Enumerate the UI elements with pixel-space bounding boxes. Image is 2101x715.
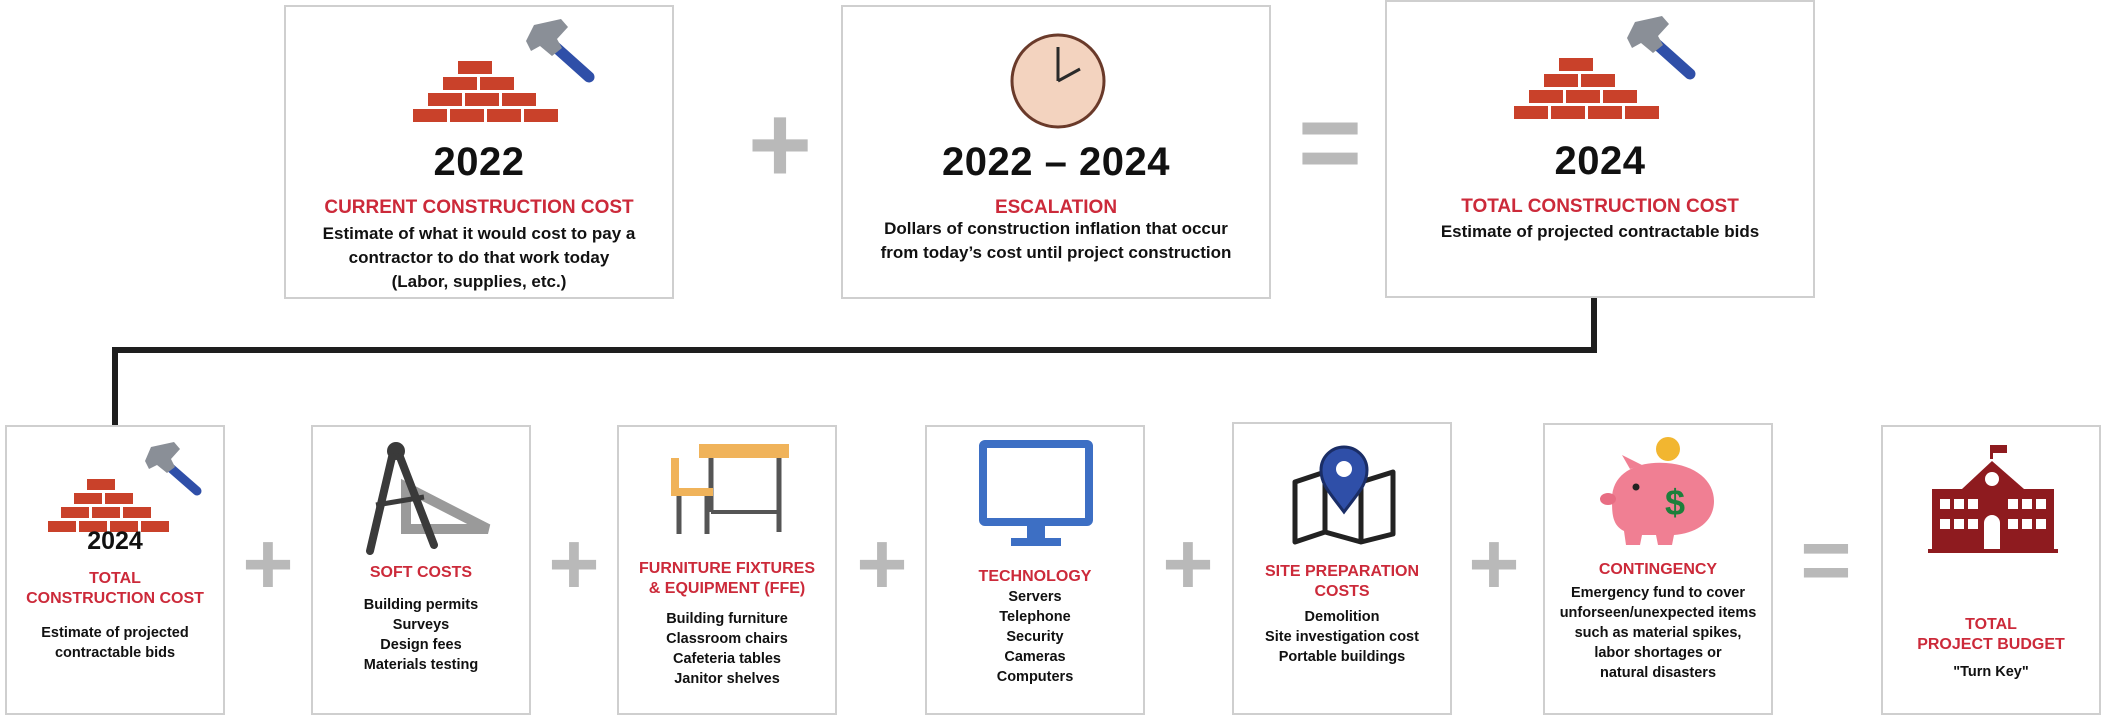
piggy-bank-icon: $ (1600, 437, 1714, 545)
current-cost-description: Estimate of what it would cost to pay a … (322, 224, 636, 291)
monitor-icon (979, 440, 1093, 546)
plus-operator: + (856, 514, 908, 613)
current-year: 2022 (433, 140, 525, 184)
bottom-total-construction-card: 2024 TOTAL CONSTRUCTION COST Estimate of… (5, 425, 225, 715)
brick-hammer-icon (1514, 16, 1696, 119)
bottom-total-description: Estimate of projected contractable bids (41, 625, 189, 661)
equals-operator: = (1297, 81, 1363, 204)
school-building-icon (1928, 445, 2058, 553)
technology-description: Servers Telephone Security Cameras Compu… (996, 589, 1074, 685)
ffe-card: FURNITURE FIXTURES & EQUIPMENT (FFE) Bui… (617, 425, 837, 715)
plus-operator: + (242, 514, 294, 613)
soft-costs-title: SOFT COSTS (369, 564, 473, 581)
current-cost-title: CURRENT CONSTRUCTION COST (324, 197, 634, 218)
site-preparation-description: Demolition Site investigation cost Porta… (1265, 609, 1419, 665)
total-cost-title: TOTAL CONSTRUCTION COST (1461, 196, 1739, 217)
bottom-total-title: TOTAL CONSTRUCTION COST (26, 570, 204, 607)
plus-operator: + (747, 83, 813, 206)
contingency-card: $ CONTINGENCY Emergency fund to cover un… (1543, 423, 1773, 715)
technology-title: TECHNOLOGY (978, 568, 1092, 585)
total-cost-description: Estimate of projected contractable bids (1440, 222, 1760, 241)
plus-operator: + (1162, 514, 1214, 613)
compass-triangle-icon (366, 442, 491, 555)
map-pin-icon (1292, 445, 1396, 545)
site-preparation-card: SITE PREPARATION COSTS Demolition Site i… (1232, 422, 1452, 715)
plus-operator: + (548, 514, 600, 613)
technology-card: TECHNOLOGY Servers Telephone Security Ca… (925, 425, 1145, 715)
clock-icon (1010, 33, 1106, 129)
svg-text:$: $ (1665, 482, 1685, 523)
plus-operator: + (1468, 514, 1520, 613)
soft-costs-description: Building permits Surveys Design fees Mat… (363, 597, 479, 673)
bottom-total-year: 2024 (87, 527, 143, 555)
ffe-description: Building furniture Classroom chairs Cafe… (666, 611, 788, 687)
total-year: 2024 (1554, 139, 1646, 183)
escalation-description: Dollars of construction inflation that o… (880, 219, 1232, 262)
school-desk-icon (671, 444, 789, 534)
brick-hammer-icon (413, 19, 595, 122)
site-preparation-title: SITE PREPARATION COSTS (1264, 563, 1420, 600)
escalation-title: ESCALATION (994, 197, 1118, 218)
escalation-card: 2022 – 2024 ESCALATION Dollars of constr… (841, 5, 1271, 299)
equals-operator: = (1800, 510, 1852, 609)
contingency-description: Emergency fund to cover unforseen/unexpe… (1559, 585, 1757, 681)
total-budget-description: "Turn Key" (1953, 664, 2029, 680)
total-project-budget-card: TOTAL PROJECT BUDGET "Turn Key" (1881, 425, 2101, 715)
soft-costs-card: SOFT COSTS Building permits Surveys Desi… (311, 425, 531, 715)
ffe-title: FURNITURE FIXTURES & EQUIPMENT (FFE) (639, 560, 815, 597)
total-budget-title: TOTAL PROJECT BUDGET (1917, 616, 2065, 653)
contingency-title: CONTINGENCY (1598, 561, 1718, 578)
current-construction-cost-card: 2022 CURRENT CONSTRUCTION COST Estimate … (284, 5, 674, 299)
escalation-years: 2022 – 2024 (942, 140, 1170, 184)
total-construction-cost-card: 2024 TOTAL CONSTRUCTION COST Estimate of… (1385, 0, 1815, 298)
brick-hammer-icon (48, 442, 202, 532)
